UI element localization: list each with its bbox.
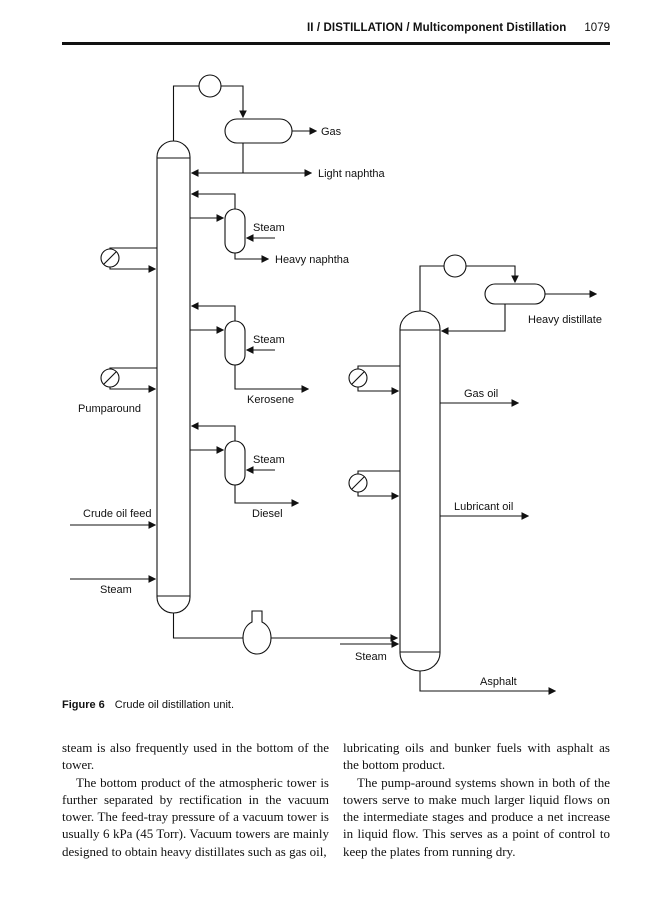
distillation-diagram-svg: Gas Light naphtha Steam Heavy naphtha St… — [70, 74, 602, 695]
paragraph: The bottom product of the atmospheric to… — [62, 774, 329, 859]
text-column-right: lubricating oils and bunker fuels with a… — [343, 739, 610, 860]
text-column-left: steam is also frequently used in the bot… — [62, 739, 329, 860]
atm-pumparound-2 — [100, 367, 157, 393]
atm-pumparound-1 — [100, 247, 157, 273]
label-heavy-naphtha: Heavy naphtha — [275, 254, 350, 266]
label-gas: Gas — [321, 126, 342, 138]
paragraph: steam is also frequently used in the bot… — [62, 740, 329, 773]
asphalt-line — [419, 671, 557, 695]
label-lubricant-oil: Lubricant oil — [454, 501, 513, 513]
label-light-naphtha: Light naphtha — [318, 168, 386, 180]
header-rule — [62, 42, 610, 45]
side-stripper-1 — [190, 190, 275, 263]
label-gas-oil: Gas oil — [464, 388, 498, 400]
side-stripper-3 — [190, 422, 300, 507]
body-text: steam is also frequently used in the bot… — [62, 739, 610, 860]
condenser-icon — [443, 254, 467, 278]
vacuum-tower — [399, 310, 441, 672]
figure-caption-label: Figure 6 — [62, 699, 105, 711]
atm-overhead-system — [172, 74, 318, 177]
paragraph: The pump-around systems shown in both of… — [343, 774, 610, 859]
figure-caption-text: Crude oil distillation unit. — [114, 699, 235, 711]
label-asphalt: Asphalt — [480, 676, 517, 688]
vac-overhead-system — [419, 254, 598, 335]
vac-pumparound-2 — [348, 470, 400, 500]
reflux-drum — [224, 118, 293, 144]
vac-pumparound-1 — [348, 365, 400, 395]
vac-reflux-line — [440, 304, 506, 335]
label-steam-vac: Steam — [355, 651, 387, 663]
label-kerosene: Kerosene — [247, 394, 294, 406]
paragraph: lubricating oils and bunker fuels with a… — [343, 740, 610, 773]
diesel-line — [234, 485, 300, 507]
figure-6-diagram: Gas Light naphtha Steam Heavy naphtha St… — [62, 66, 622, 716]
kerosene-line — [234, 365, 310, 393]
running-title: II / DISTILLATION / Multicomponent Disti… — [307, 22, 567, 34]
label-steam-3: Steam — [253, 454, 285, 466]
heater-flask-icon — [242, 610, 272, 655]
page-number: 1079 — [584, 22, 610, 34]
overhead-drum — [484, 283, 546, 305]
page-header: II / DISTILLATION / Multicomponent Disti… — [62, 22, 610, 34]
label-crude-oil-feed: Crude oil feed — [83, 508, 152, 520]
label-pumparound: Pumparound — [78, 403, 141, 415]
heavy-naphtha-line — [234, 253, 270, 263]
label-steam-1: Steam — [253, 222, 285, 234]
condenser-icon — [198, 74, 222, 98]
label-diesel: Diesel — [252, 508, 283, 520]
label-heavy-distillate: Heavy distillate — [528, 314, 602, 326]
label-steam-2: Steam — [253, 334, 285, 346]
vacuum-feed-heater — [172, 610, 399, 655]
figure-caption: Figure 6 Crude oil distillation unit. — [62, 699, 234, 711]
side-stripper-2 — [190, 302, 310, 393]
atmospheric-tower — [156, 140, 191, 614]
diagram-labels: Gas Light naphtha Steam Heavy naphtha St… — [78, 126, 602, 688]
label-steam-atm: Steam — [100, 584, 132, 596]
